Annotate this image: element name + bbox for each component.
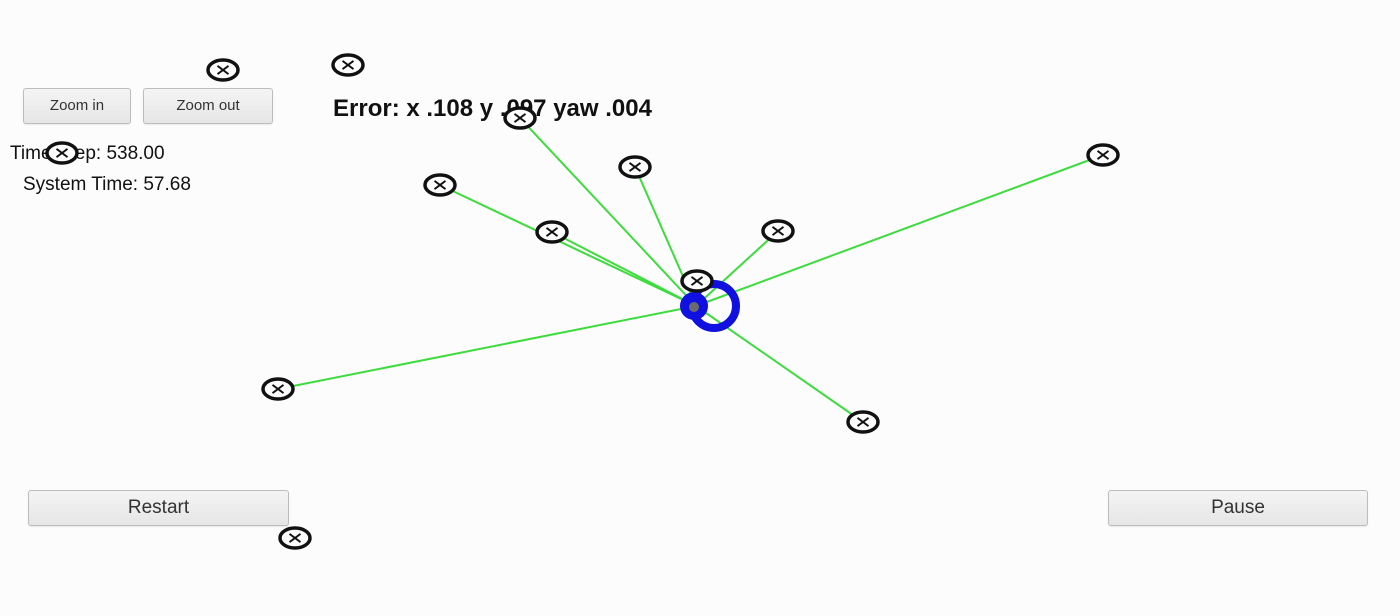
error-yaw-label: yaw <box>553 95 599 122</box>
landmark-x-circle-icon <box>1086 143 1120 167</box>
vehicle-body <box>680 292 708 320</box>
landmark-x-circle-icon <box>206 58 240 82</box>
vehicle-center <box>689 302 699 312</box>
vehicle-marker <box>680 280 740 332</box>
observation-line <box>695 154 1104 307</box>
restart-button[interactable]: Restart <box>28 490 289 526</box>
landmark-x-circle-icon <box>261 377 295 401</box>
observation-line <box>695 280 698 307</box>
landmarks-layer <box>45 53 1120 550</box>
pause-button[interactable]: Pause <box>1108 490 1368 526</box>
zoom-out-button[interactable]: Zoom out <box>143 88 273 124</box>
observation-line <box>695 230 779 307</box>
landmark-x-circle-icon <box>278 526 312 550</box>
error-yaw-value: .004 <box>605 95 652 122</box>
observation-line <box>519 117 697 307</box>
vehicle-ring-icon <box>688 280 740 332</box>
time-step-label: Time Step: <box>10 143 102 164</box>
landmark-x-circle-icon <box>618 155 652 179</box>
system-time-value: 57.68 <box>143 174 191 195</box>
time-step-value: 538.00 <box>106 143 165 164</box>
error-y-label: y <box>479 95 494 122</box>
landmark-x-circle-icon <box>846 410 880 434</box>
landmark-x-circle-icon <box>535 220 569 244</box>
observation-line <box>551 231 697 307</box>
system-time-label: System Time: <box>23 174 139 195</box>
landmark-x-circle-icon <box>680 269 714 293</box>
observation-line <box>634 166 697 307</box>
error-x-label: x <box>406 95 420 122</box>
error-y-value: .097 <box>499 95 547 122</box>
error-readout: Error: x .108 y .097 yaw .004 <box>333 95 652 123</box>
observation-line <box>439 184 697 307</box>
landmark-x-circle-icon <box>423 173 457 197</box>
error-prefix: Error: <box>333 95 400 122</box>
observation-line <box>277 305 697 390</box>
landmark-x-circle-icon <box>761 219 795 243</box>
observation-line <box>695 305 864 423</box>
observation-lines <box>277 117 1104 423</box>
error-x-value: .108 <box>426 95 474 122</box>
zoom-in-button[interactable]: Zoom in <box>23 88 131 124</box>
landmark-x-circle-icon <box>331 53 365 77</box>
time-step-readout: Time Step: 538.00 <box>10 143 165 165</box>
system-time-readout: System Time: 57.68 <box>23 174 191 196</box>
